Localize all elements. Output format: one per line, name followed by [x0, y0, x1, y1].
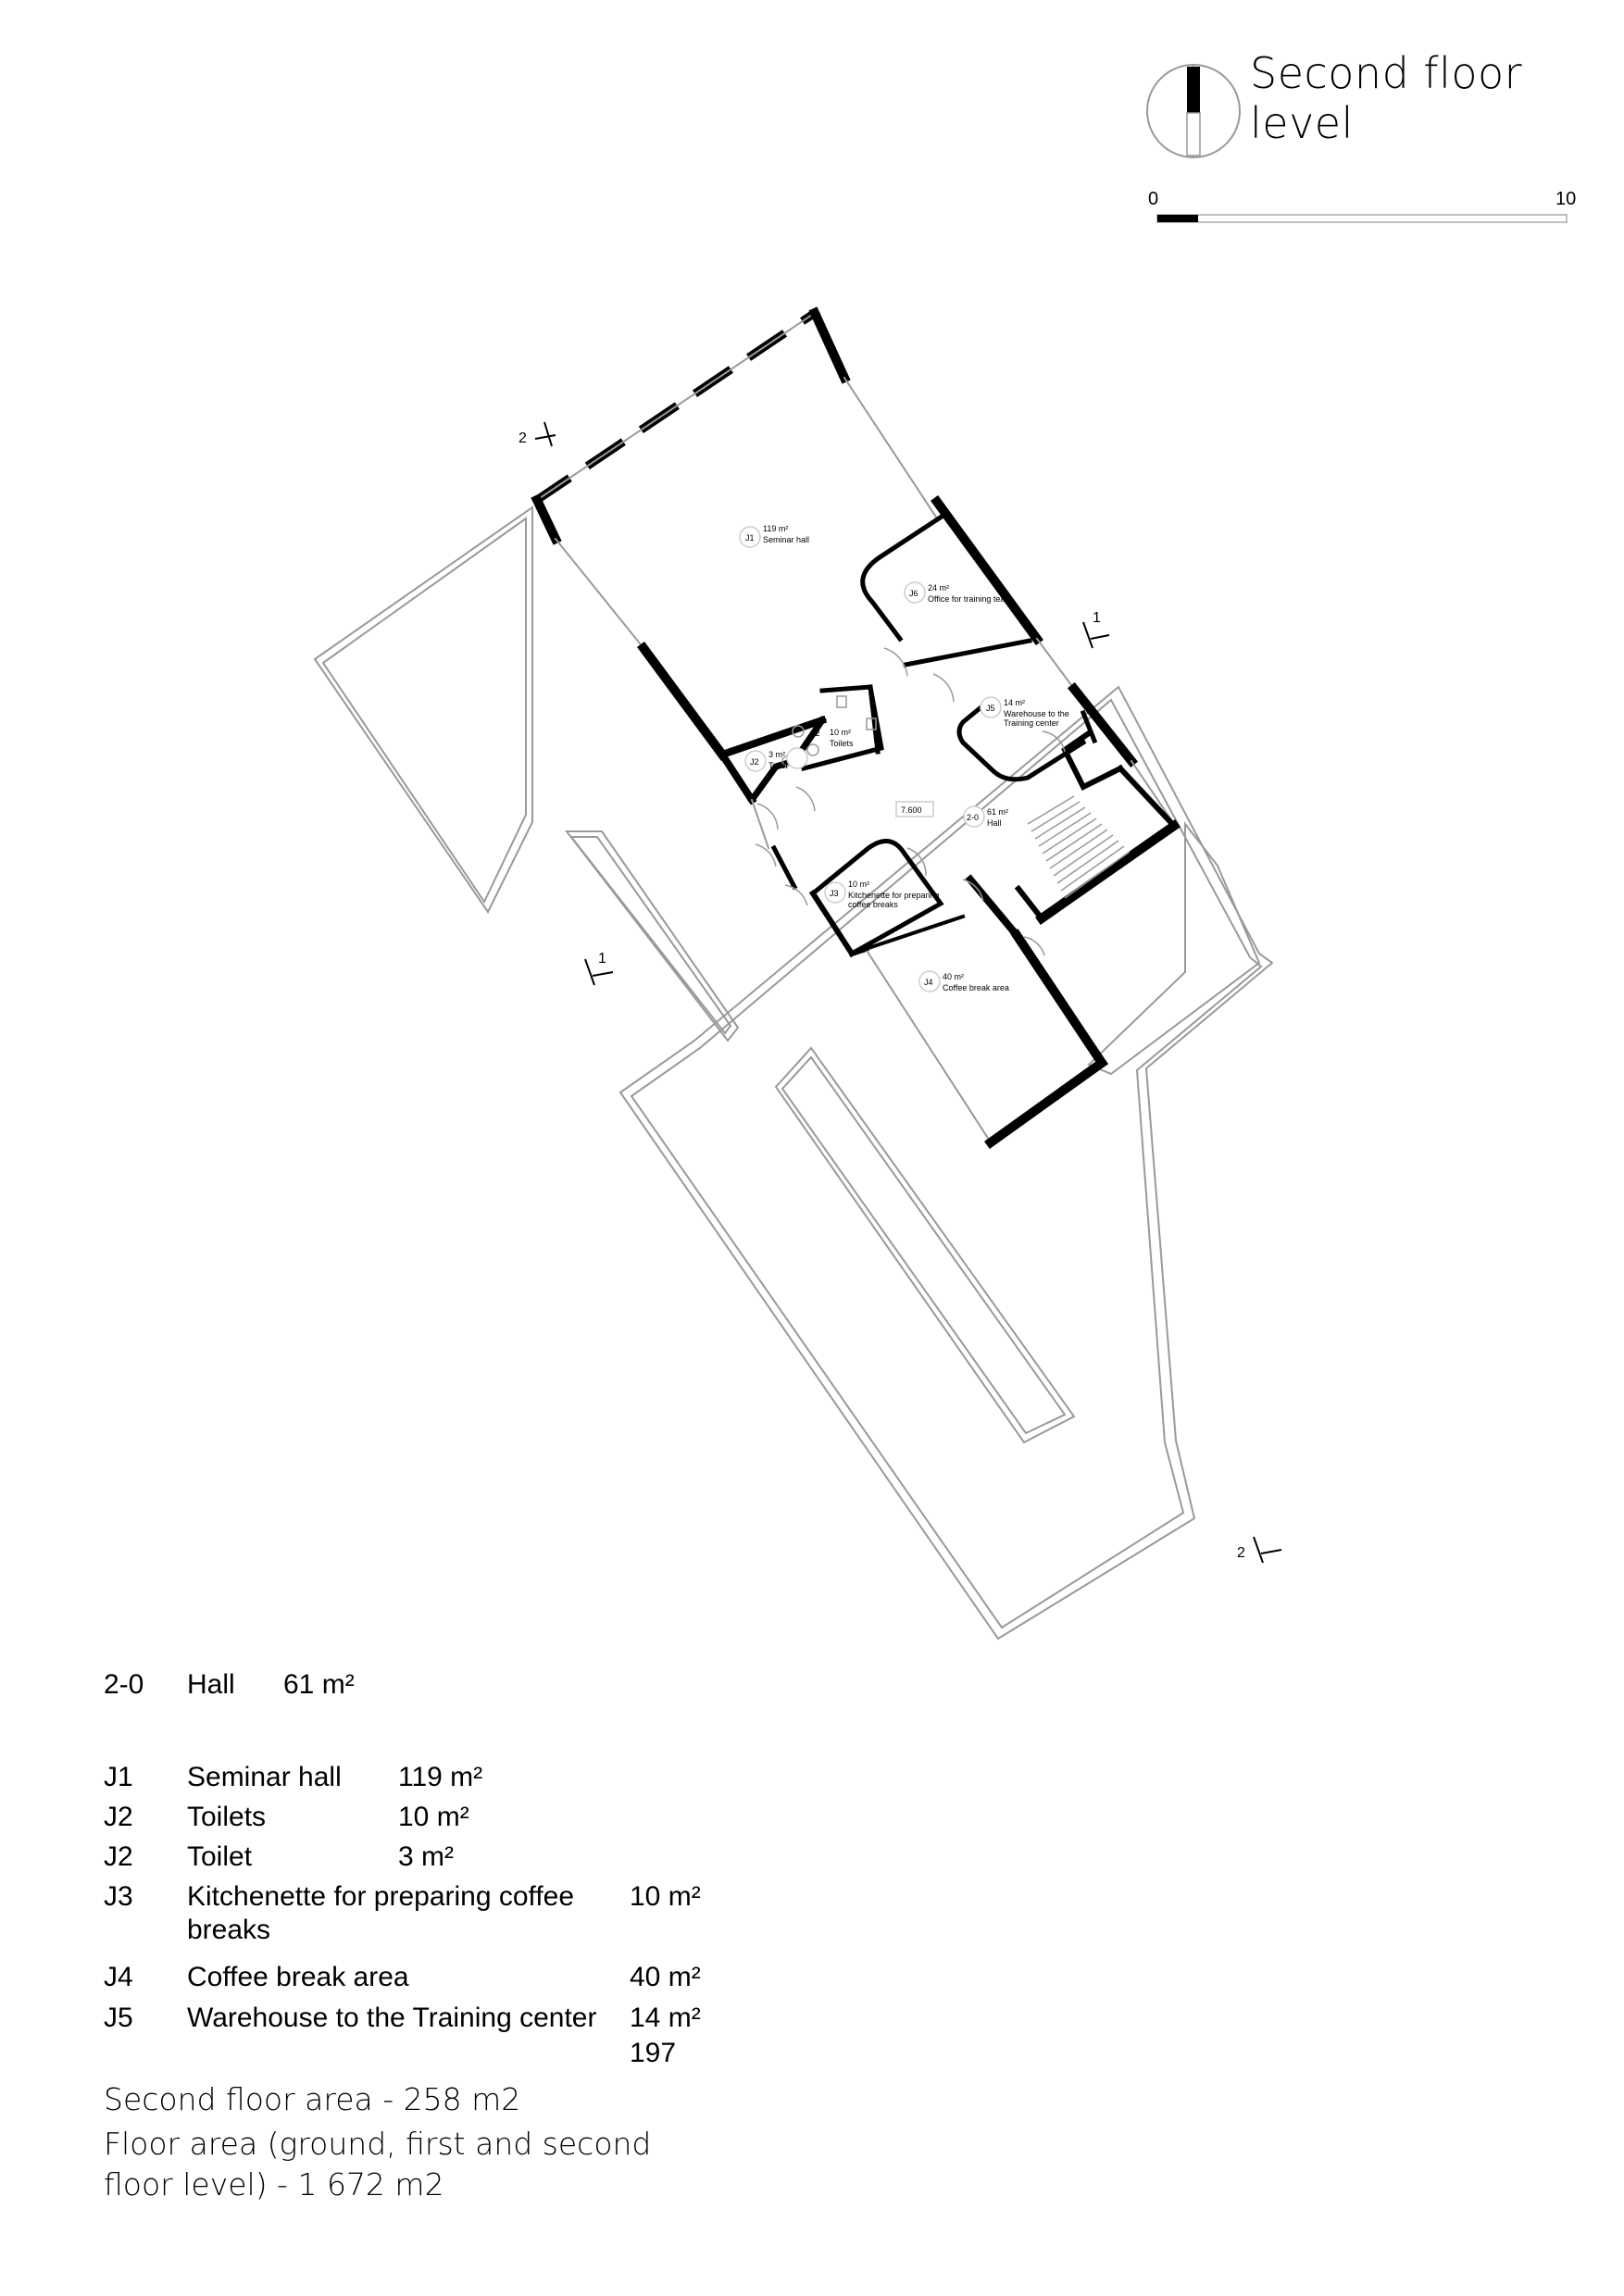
room-name: Kitchenette for preparing	[848, 891, 940, 900]
section-mark-label: 1	[598, 951, 606, 967]
legend-code: J1	[104, 1762, 133, 1792]
room-name: Toilet	[768, 761, 789, 770]
room-name: Toilets	[830, 739, 854, 748]
scale-start-label: 0	[1148, 189, 1159, 209]
second-floor-area: Second floor area - 258 m2	[104, 2081, 521, 2117]
total-floor-area-line1: Floor area (ground, first and second	[104, 2126, 652, 2162]
room-area: 10 m²	[848, 880, 869, 889]
legend-name: breaks	[187, 1915, 271, 1945]
room-name: Hall	[987, 818, 1002, 828]
room-code: J2	[750, 757, 759, 767]
room-code: J4	[924, 978, 933, 987]
room-area: 61 m²	[987, 807, 1008, 817]
room-name: Seminar hall	[763, 535, 809, 544]
legend-total: 197	[630, 2038, 677, 2068]
door-swings	[755, 647, 1066, 956]
room-code: J1	[745, 533, 755, 543]
room-area: 24 m²	[928, 583, 949, 593]
room-name: Warehouse to the	[1004, 709, 1069, 718]
legend-name: Coffee break area	[187, 1962, 409, 1992]
room-code: J5	[986, 704, 995, 713]
legend-area: 40 m²	[630, 1962, 701, 1992]
legend-name: Seminar hall	[187, 1762, 342, 1792]
roof-outline	[313, 505, 1274, 1641]
legend-area: 119 m²	[398, 1762, 483, 1792]
drawing-title: Second floor level	[1250, 48, 1523, 148]
room-code: J2	[811, 729, 820, 738]
legend-code: 2-0	[104, 1669, 144, 1700]
section-mark-label: 1	[1093, 610, 1101, 626]
stairs	[1027, 795, 1131, 899]
legend-name: Hall	[187, 1669, 235, 1700]
section-markers	[534, 421, 1282, 1564]
elevation-box	[895, 801, 934, 817]
legend-code: J2	[104, 1802, 133, 1832]
north-arrow-icon	[1146, 64, 1241, 158]
legend-code: J5	[104, 2003, 133, 2033]
room-area: 40 m²	[943, 972, 964, 981]
legend-area: 3 m²	[398, 1841, 454, 1872]
section-mark-label: 2	[1237, 1545, 1245, 1561]
legend-name: Kitchenette for preparing coffee	[187, 1881, 575, 1912]
legend-code: J3	[104, 1881, 133, 1912]
section-mark-label: 2	[518, 430, 527, 446]
legend-name: Warehouse to the Training center	[187, 2003, 597, 2033]
room-code: 2-0	[967, 813, 979, 822]
legend-area: 14 m²	[630, 2003, 701, 2033]
elevation-label: 7.600	[901, 805, 922, 815]
legend-code: J2	[104, 1841, 133, 1872]
legend-area: 10 m²	[630, 1881, 701, 1912]
room-code: J6	[909, 589, 918, 598]
room-name: Training center	[1004, 718, 1059, 728]
floor-area-summary: Second floor area - 258 m2 Floor area (g…	[104, 2079, 678, 2205]
building-walls	[531, 306, 1181, 1149]
legend-code: J4	[104, 1962, 133, 1992]
room-name: Coffee break area	[943, 983, 1009, 992]
legend-name: Toilets	[187, 1802, 267, 1832]
room-name: coffee breaks	[848, 900, 898, 909]
room-area: 14 m²	[1004, 698, 1025, 707]
scale-end-label: 10	[1555, 189, 1577, 209]
room-area: 119 m²	[763, 524, 788, 533]
room-area: 10 m²	[830, 728, 851, 737]
legend-area: 10 m²	[398, 1802, 469, 1832]
room-name: Office for training team	[928, 594, 1012, 604]
total-floor-area-line2: floor level) - 1 672 m2	[104, 2166, 444, 2202]
legend-name: Toilet	[187, 1841, 253, 1872]
room-area: 3 m²	[768, 750, 785, 759]
legend-area: 61 m²	[283, 1669, 355, 1700]
room-tags	[739, 526, 1002, 992]
scale-bar	[1156, 214, 1568, 223]
room-code: J3	[830, 889, 839, 898]
